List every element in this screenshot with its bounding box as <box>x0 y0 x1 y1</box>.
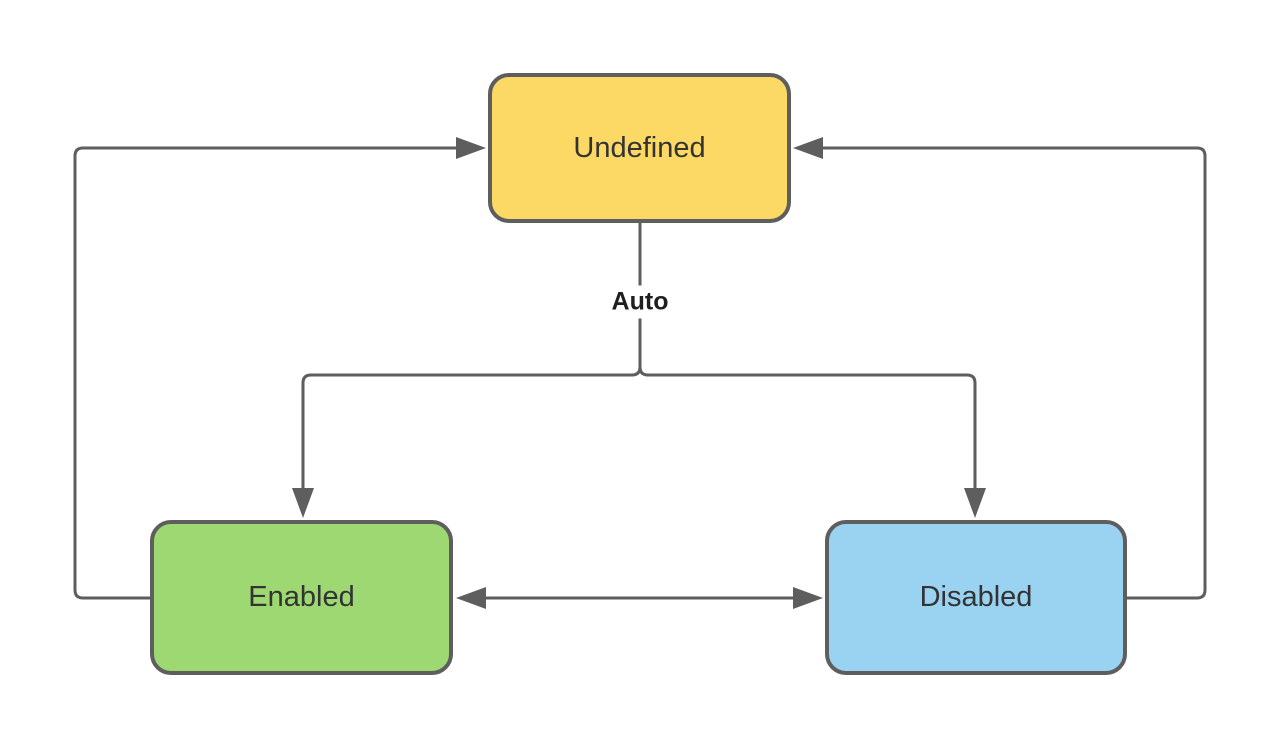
state-node-undefined-label: Undefined <box>573 131 706 164</box>
edge-disabled-to-undefined-line <box>821 146 1207 600</box>
edge-enabled-to-undefined-line <box>73 146 458 600</box>
state-node-enabled: Enabled <box>150 520 453 675</box>
arrowheads <box>292 137 986 609</box>
state-node-enabled-label: Enabled <box>248 581 355 613</box>
state-node-disabled-label: Disabled <box>919 581 1033 613</box>
arrowhead-into-undefined-left <box>456 137 486 159</box>
edge-label-auto: Auto <box>601 285 679 319</box>
arrowhead-into-disabled-left <box>793 587 823 609</box>
arrowhead-into-enabled-right <box>456 587 486 609</box>
state-node-disabled: Disabled <box>825 520 1127 675</box>
arrowhead-into-disabled-top <box>964 488 986 518</box>
state-node-undefined: Undefined <box>488 73 791 223</box>
edge-undefined-to-disabled-line <box>638 223 977 490</box>
connector-lines <box>73 146 1207 600</box>
arrowhead-into-enabled-top <box>292 488 314 518</box>
edge-undefined-to-enabled-line <box>301 223 642 490</box>
arrowhead-into-undefined-right <box>793 137 823 159</box>
